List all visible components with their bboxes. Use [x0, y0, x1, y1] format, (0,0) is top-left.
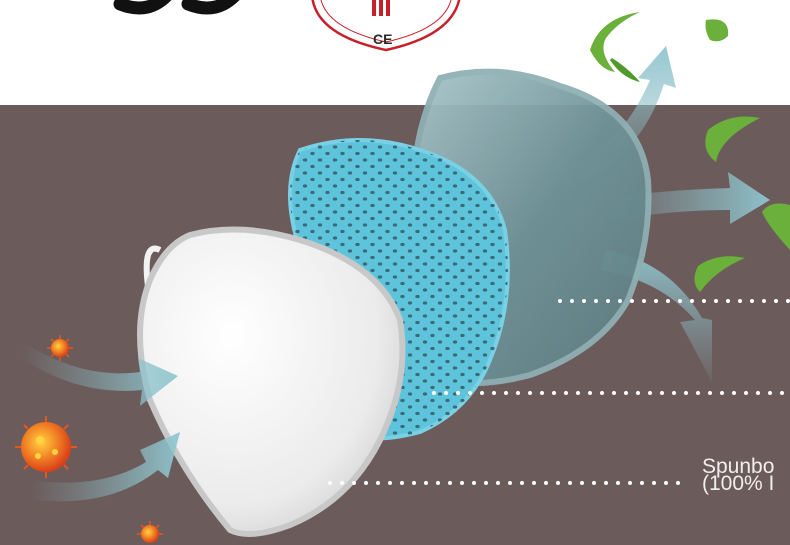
outer-white-layer: [140, 230, 403, 534]
ce-mark-large: [120, 0, 238, 8]
ce-mark-small: CE: [373, 31, 392, 47]
virus-icon: [47, 335, 73, 361]
virus-icon: [137, 521, 163, 543]
virus-icon: [15, 416, 77, 478]
layer-label-outer: Spunbo (100% I: [702, 458, 774, 492]
layer-label-line2: (100% I: [702, 472, 774, 495]
